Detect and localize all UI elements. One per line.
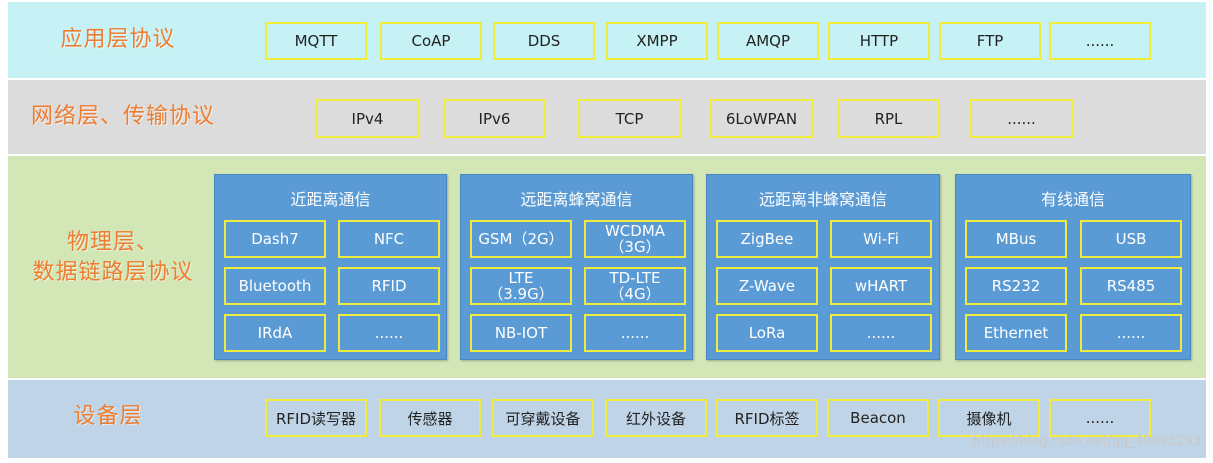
protocol-cell: LoRa	[716, 314, 818, 352]
device-box: Beacon	[827, 399, 929, 437]
protocol-box: 6LoWPAN	[710, 99, 813, 138]
protocol-box: XMPP	[606, 22, 708, 60]
group-panel-cellular: 远距离蜂窝通信 GSM（2G） WCDMA（3G） LTE（3.9G） TD-L…	[460, 174, 693, 360]
protocol-cell: ......	[338, 314, 440, 352]
protocol-cell: wHART	[830, 267, 932, 305]
watermark: https://blog.csdn.net/qq_40093293	[972, 434, 1201, 449]
protocol-cell: RFID	[338, 267, 440, 305]
group-panel-short-range: 近距离通信 Dash7 NFC Bluetooth RFID IRdA ....…	[214, 174, 447, 360]
protocol-cell: RS485	[1080, 267, 1182, 305]
protocol-cell: RS232	[965, 267, 1067, 305]
protocol-cell: NB-IOT	[470, 314, 572, 352]
protocol-cell: TD-LTE（4G）	[584, 267, 686, 305]
protocol-cell: Dash7	[224, 220, 326, 258]
protocol-box: FTP	[939, 22, 1041, 60]
device-box: 可穿戴设备	[492, 399, 594, 437]
protocol-box: IPv6	[443, 99, 546, 138]
device-box: 传感器	[379, 399, 481, 437]
protocol-box: TCP	[578, 99, 681, 138]
protocol-box: DDS	[493, 22, 595, 60]
device-box: 红外设备	[605, 399, 707, 437]
protocol-cell: Bluetooth	[224, 267, 326, 305]
protocol-cell: Z-Wave	[716, 267, 818, 305]
protocol-cell: IRdA	[224, 314, 326, 352]
protocol-box: ......	[970, 99, 1073, 138]
protocol-cell: GSM（2G）	[470, 220, 572, 258]
physical-layer-title: 物理层、 数据链路层协议	[18, 228, 208, 288]
device-box: RFID标签	[716, 399, 818, 437]
protocol-cell: USB	[1080, 220, 1182, 258]
protocol-cell: Wi-Fi	[830, 220, 932, 258]
network-layer	[8, 80, 1206, 154]
protocol-box: IPv4	[316, 99, 419, 138]
group-title: 远距离非蜂窝通信	[758, 190, 887, 209]
protocol-cell: ZigBee	[716, 220, 818, 258]
device-layer-title: 设备层	[73, 404, 143, 429]
protocol-cell: Ethernet	[965, 314, 1067, 352]
physical-layer-title-line1: 物理层、	[66, 230, 159, 255]
device-layer	[8, 380, 1206, 458]
protocol-box: MQTT	[265, 22, 367, 60]
protocol-box: AMQP	[717, 22, 819, 60]
protocol-box: CoAP	[380, 22, 482, 60]
group-title: 有线通信	[1040, 190, 1105, 209]
protocol-cell: ......	[584, 314, 686, 352]
application-layer-title: 应用层协议	[60, 27, 176, 52]
network-layer-title: 网络层、传输协议	[30, 104, 215, 129]
protocol-cell: MBus	[965, 220, 1067, 258]
device-box: RFID读写器	[265, 399, 367, 437]
group-panel-wired: 有线通信 MBus USB RS232 RS485 Ethernet .....…	[955, 174, 1191, 360]
protocol-box: ......	[1049, 22, 1151, 60]
group-title: 近距离通信	[290, 190, 371, 209]
device-box: ......	[1049, 399, 1151, 437]
group-panel-non-cellular: 远距离非蜂窝通信 ZigBee Wi-Fi Z-Wave wHART LoRa …	[706, 174, 940, 360]
protocol-box: RPL	[837, 99, 940, 138]
physical-layer-title-line2: 数据链路层协议	[32, 260, 194, 285]
protocol-cell: ......	[830, 314, 932, 352]
protocol-box: HTTP	[828, 22, 930, 60]
protocol-cell: WCDMA（3G）	[584, 220, 686, 258]
group-title: 远距离蜂窝通信	[520, 190, 633, 209]
protocol-cell: LTE（3.9G）	[470, 267, 572, 305]
protocol-cell: ......	[1080, 314, 1182, 352]
device-box: 摄像机	[938, 399, 1040, 437]
protocol-cell: NFC	[338, 220, 440, 258]
